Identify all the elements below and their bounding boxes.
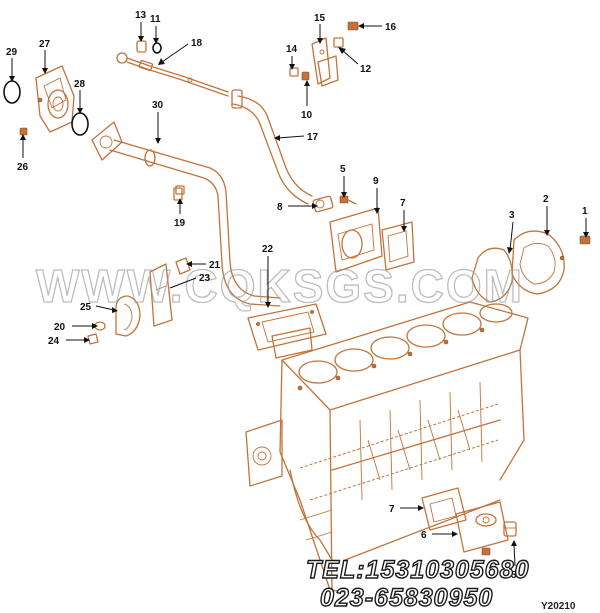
part-28-o-ring	[71, 112, 89, 136]
callout-5: 5	[340, 164, 346, 175]
part-30-tube	[109, 139, 281, 307]
callout-13: 13	[135, 10, 147, 21]
callout-19: 19	[174, 218, 186, 229]
callout-1: 1	[582, 206, 588, 217]
part-30-flange	[91, 121, 123, 161]
part-5-bolt-upper	[339, 195, 357, 205]
callout-29: 29	[6, 47, 18, 58]
callout-23: 23	[199, 273, 211, 284]
callout-28: 28	[74, 79, 86, 90]
callout-25: 25	[80, 302, 92, 313]
leader-lines	[9, 22, 589, 567]
callout-20: 20	[54, 322, 66, 333]
callout-10: 10	[301, 110, 313, 121]
part-24-nut	[87, 333, 99, 345]
part-25-clamp	[115, 295, 141, 337]
callout-7: 7	[389, 504, 395, 515]
part-18-dipstick	[116, 52, 229, 97]
part-13-plug	[136, 40, 147, 53]
part-10-bolt	[301, 71, 310, 81]
callout-12: 12	[360, 64, 372, 75]
part-19-fitting	[173, 187, 183, 201]
part-23-bracket	[149, 263, 173, 327]
part-7-gasket-upper	[381, 221, 415, 271]
part-lower-screw	[481, 547, 491, 556]
part-5-bolt-lower	[503, 521, 517, 537]
part-16-screw	[347, 21, 359, 31]
callout-7: 7	[400, 198, 406, 209]
drawing-code: Y20210	[541, 601, 576, 612]
callout-5: 5	[511, 570, 517, 581]
part-1-bolt	[579, 235, 591, 245]
part-12-nut	[333, 37, 344, 48]
callout-22: 22	[262, 244, 274, 255]
callout-18: 18	[191, 38, 203, 49]
callout-17: 17	[307, 132, 319, 143]
callout-14: 14	[286, 44, 298, 55]
part-26-screw	[19, 127, 28, 136]
callout-6: 6	[421, 530, 427, 541]
callout-8: 8	[277, 202, 283, 213]
callout-2: 2	[543, 194, 549, 205]
callout-30: 30	[152, 100, 164, 111]
part-27-outlet	[35, 65, 75, 133]
callout-26: 26	[17, 162, 29, 173]
part-14-nut	[289, 67, 299, 77]
part-17-tube	[231, 89, 313, 205]
part-21-bolt	[175, 257, 191, 275]
part-6-cover-lower	[455, 501, 509, 553]
callout-24: 24	[48, 336, 60, 347]
contact-tel: TEL:15310305680	[306, 556, 529, 584]
part-7-gasket-lower	[421, 487, 467, 531]
watermark-text: WWW.CQKSGS.COM	[36, 260, 524, 312]
callout-21: 21	[209, 260, 221, 271]
callout-9: 9	[373, 176, 379, 187]
part-22-cover-plate	[247, 303, 327, 359]
part-2-cover	[511, 230, 565, 295]
engine-block	[245, 301, 529, 593]
callout-11: 11	[150, 14, 161, 25]
callout-3: 3	[509, 210, 515, 221]
callout-15: 15	[314, 13, 326, 24]
part-8-fitting	[312, 195, 334, 213]
part-9-housing	[329, 207, 383, 273]
callout-16: 16	[385, 22, 397, 33]
part-3-gasket	[471, 247, 513, 303]
callout-labels: 1 2 3 5 5 6 7 7 8 9 10 11 12 13 14 15 16…	[6, 10, 588, 581]
callout-27: 27	[39, 39, 51, 50]
part-29-o-ring	[3, 80, 21, 104]
part-11-o-ring	[152, 42, 162, 54]
contact-phone: 023-65830950	[320, 584, 493, 612]
